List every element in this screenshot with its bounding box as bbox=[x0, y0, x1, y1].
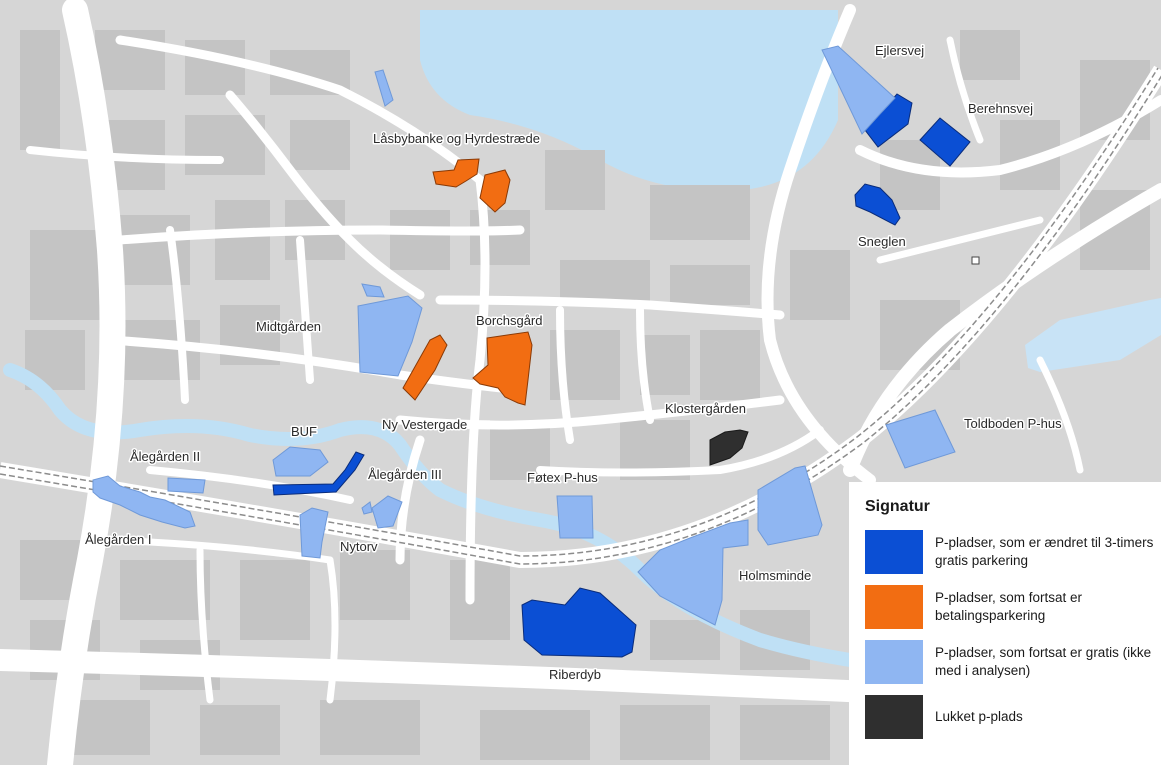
parking-buf-strip bbox=[272, 451, 365, 496]
label-fotex: Føtex P-hus bbox=[527, 470, 598, 485]
label-holmsminde: Holmsminde bbox=[739, 568, 811, 583]
parking-3h-free bbox=[272, 93, 971, 658]
station-marker bbox=[971, 256, 980, 265]
label-lasbybanke: Låsbybanke og Hyrdestræde bbox=[373, 131, 540, 146]
parking-lasbybanke-east bbox=[479, 169, 511, 213]
legend-swatch-paid bbox=[865, 585, 923, 629]
parking-riberdyb bbox=[521, 587, 637, 658]
label-alegarden-iii: Ålegården III bbox=[368, 467, 442, 482]
railway bbox=[0, 65, 1161, 569]
parking-klostergarden-closed bbox=[709, 429, 749, 466]
label-midtgarden: Midtgården bbox=[256, 319, 321, 334]
parking-borchsgard bbox=[472, 331, 533, 406]
label-toldboden: Toldboden P-hus bbox=[964, 416, 1062, 431]
label-ny-vestergade: Ny Vestergade bbox=[382, 417, 467, 432]
label-buf: BUF bbox=[291, 424, 317, 439]
harbour-basin bbox=[1025, 298, 1161, 372]
legend-item-closed: Lukket p-plads bbox=[865, 695, 1161, 739]
legend-swatch-3h-free bbox=[865, 530, 923, 574]
parking-sneglen bbox=[854, 183, 901, 226]
label-borchsgard: Borchsgård bbox=[476, 313, 542, 328]
legend-item-free: P-pladser, som fortsat er gratis (ikke m… bbox=[865, 640, 1161, 684]
label-nytorv: Nytorv bbox=[340, 539, 378, 554]
label-sneglen: Sneglen bbox=[858, 234, 906, 249]
legend-text-paid: P-pladser, som fortsat er betalingsparke… bbox=[935, 590, 1083, 623]
label-berehnsvej: Berehnsvej bbox=[968, 101, 1033, 116]
label-klostergarden: Klostergården bbox=[665, 401, 746, 416]
parking-lasbybanke-west bbox=[432, 158, 480, 188]
label-riberdyb: Riberdyb bbox=[549, 667, 601, 682]
legend-text-3h-free: P-pladser, som er ændret til 3-timers gr… bbox=[935, 535, 1154, 568]
legend-text-free: P-pladser, som fortsat er gratis (ikke m… bbox=[935, 645, 1152, 678]
legend-swatch-free bbox=[865, 640, 923, 684]
label-alegarden-ii: Ålegården II bbox=[130, 449, 200, 464]
label-alegarden-i: Ålegården I bbox=[85, 532, 152, 547]
lake bbox=[420, 10, 838, 191]
legend-text-closed: Lukket p-plads bbox=[935, 709, 1023, 724]
parking-paid bbox=[402, 158, 533, 406]
parking-midtgarden-paid bbox=[402, 334, 448, 401]
legend-item-paid: P-pladser, som fortsat er betalingsparke… bbox=[865, 585, 1161, 629]
legend: Signatur P-pladser, som er ændret til 3-… bbox=[849, 482, 1161, 765]
parking-berehnsvej bbox=[919, 117, 971, 167]
parking-free bbox=[92, 45, 956, 626]
legend-item-3h-free: P-pladser, som er ændret til 3-timers gr… bbox=[865, 530, 1161, 574]
label-ejlersvej: Ejlersvej bbox=[875, 43, 924, 58]
legend-title: Signatur bbox=[865, 498, 930, 515]
legend-swatch-closed bbox=[865, 695, 923, 739]
